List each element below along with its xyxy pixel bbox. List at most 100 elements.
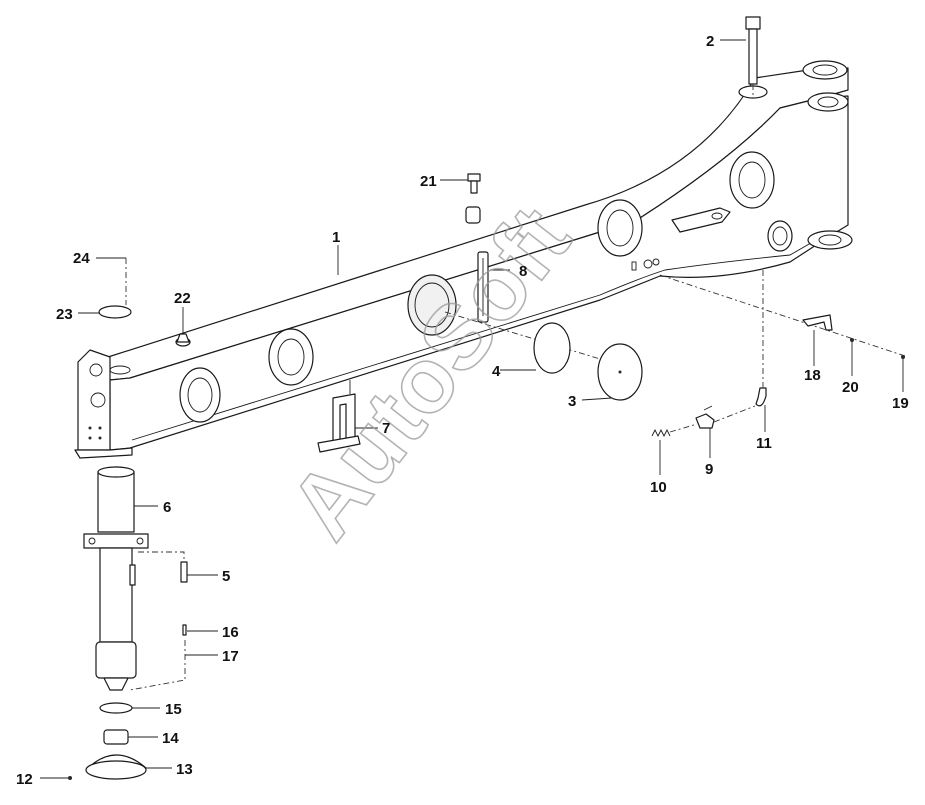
part-9-valve — [695, 413, 715, 429]
cylinder-body — [99, 547, 133, 643]
part-18-clip — [802, 314, 833, 331]
flange-hole — [136, 537, 144, 545]
boom-tip-hole — [812, 64, 838, 76]
callout-13: 13 — [176, 761, 193, 778]
callout-1: 1 — [332, 229, 340, 246]
side-hole-cover — [179, 367, 221, 423]
end-plate-hole-top — [89, 363, 103, 377]
cylinder-cap — [97, 466, 135, 478]
callout-17: 17 — [222, 648, 239, 665]
cylinder-rod-end — [103, 677, 129, 691]
bolt-dot — [88, 426, 92, 430]
slot — [631, 261, 637, 271]
side-hole-cover — [729, 151, 775, 209]
callout-19: 19 — [892, 395, 909, 412]
cylinder-lower — [95, 641, 137, 679]
bolt-ring — [643, 259, 653, 269]
callout-10: 10 — [650, 479, 667, 496]
callout-12: 12 — [16, 771, 33, 788]
end-plate-hole — [90, 392, 106, 408]
part-4-gasket — [533, 322, 571, 374]
side-hole-cover — [268, 328, 314, 386]
boom-tip-hole — [818, 234, 842, 246]
callout-14: 14 — [162, 730, 179, 747]
callout-4: 4 — [492, 363, 501, 380]
bushing — [465, 206, 481, 224]
side-hole-ring — [277, 338, 305, 376]
side-hole-ring — [414, 282, 450, 328]
part-7-bracket — [317, 380, 361, 453]
callout-8: 8 — [519, 263, 527, 280]
side-hole-ring — [606, 209, 634, 247]
boom-tip-ear-bottom — [807, 230, 853, 250]
boom-tip-ear-top — [802, 60, 848, 80]
top-port — [109, 365, 131, 375]
hose-axis — [713, 405, 756, 423]
boom-end-cap — [74, 447, 133, 459]
valve-handle — [703, 405, 713, 411]
callout-2: 2 — [706, 33, 714, 50]
bolt-ring — [652, 258, 660, 266]
bolt-head — [745, 16, 761, 30]
part-6-cylinder — [83, 466, 149, 691]
cylinder-bracket — [671, 207, 731, 233]
leader-3 — [581, 397, 613, 401]
callout-15: 15 — [165, 701, 182, 718]
callout-6: 6 — [163, 499, 171, 516]
part-2-bolt — [745, 16, 761, 95]
callout-24: 24 — [73, 250, 90, 267]
boom-end-plate — [77, 349, 111, 451]
part-14-bushing — [103, 729, 129, 745]
side-boss-ring — [772, 226, 788, 246]
callout-7: 7 — [382, 420, 390, 437]
callout-5: 5 — [222, 568, 230, 585]
side-hole-ring — [738, 161, 766, 199]
hose-axis — [669, 423, 698, 433]
callout-11: 11 — [756, 435, 772, 452]
part-23-plate — [98, 305, 132, 319]
bolt-dot — [98, 426, 102, 430]
part-19-nut — [901, 355, 905, 359]
cover-axis — [444, 311, 621, 366]
spring-coil — [651, 428, 671, 438]
bolt-axis — [138, 551, 185, 560]
cover-center — [618, 370, 622, 374]
callout-23: 23 — [56, 306, 73, 323]
bracket-hole — [711, 212, 723, 220]
cylinder-flange — [83, 533, 149, 549]
clip-axis — [659, 274, 906, 357]
side-hole-ring — [187, 377, 213, 413]
part-5-bolt — [180, 561, 188, 583]
callout-21: 21 — [420, 173, 437, 190]
boom-tip-hole — [817, 96, 839, 108]
callout-16: 16 — [222, 624, 239, 641]
part-20-bolt — [850, 338, 854, 342]
side-hole-cover — [597, 199, 643, 257]
callout-22: 22 — [174, 290, 191, 307]
part-21-bolt — [465, 173, 481, 224]
bolt-dot — [98, 436, 102, 440]
part-22-plug — [176, 333, 190, 343]
callout-18: 18 — [804, 367, 821, 384]
callout-20: 20 — [842, 379, 859, 396]
bolt-shank — [748, 28, 758, 85]
part-10-spring — [651, 428, 671, 438]
pin-axis — [129, 640, 186, 691]
bolt-head — [467, 173, 481, 182]
bracket-foot — [317, 435, 361, 453]
flange-hole — [88, 537, 96, 545]
part-12-screw — [68, 776, 72, 780]
part-16-pin — [182, 624, 187, 636]
boom-lower-edge — [131, 231, 831, 441]
part-15-washer — [99, 702, 133, 714]
boom-tip-ear-mid — [807, 92, 849, 112]
bolt-dot — [88, 436, 92, 440]
bolt-shank — [470, 180, 478, 194]
callout-9: 9 — [705, 461, 713, 478]
cylinder-nipple — [129, 564, 136, 586]
callout-3: 3 — [568, 393, 576, 410]
side-boss — [767, 220, 793, 252]
part-13-pad — [85, 760, 147, 780]
